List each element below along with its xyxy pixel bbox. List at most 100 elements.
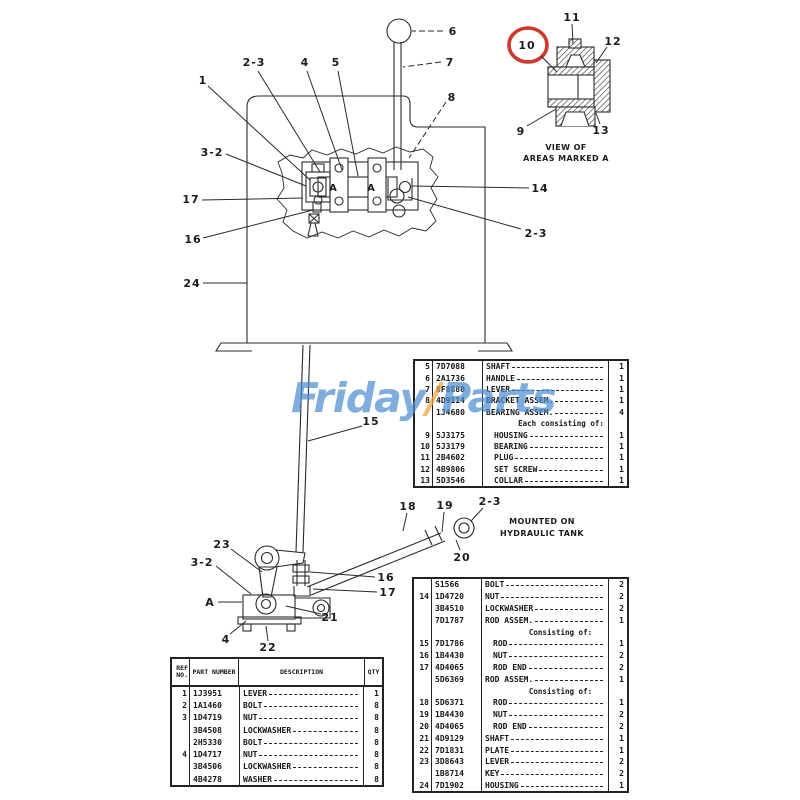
table-cell: 1 [619,373,624,383]
callout-12: 12 [604,35,621,48]
table-cell: BEARING ASSEM. [483,406,609,418]
table-cell: 1 [619,615,624,625]
part-description: WASHER [243,774,272,784]
callout-21: 21 [321,611,338,624]
leader-dots [524,481,603,483]
table-cell: 7 [415,383,433,396]
table-cell: 5J3175 [433,429,483,441]
table-cell: 5D6369 [432,673,482,686]
leader-dots [509,644,603,646]
leader-dots [535,608,603,610]
part-description: LOCKWASHER [485,603,534,613]
red-highlight-circle [507,26,549,64]
table-cell: 1 [619,430,624,440]
table-cell: 12 [415,463,433,475]
table-cell: 1 [619,441,624,451]
table-cell: 1B4430 [432,708,482,721]
part-description: ROD [493,639,508,649]
callout-23: 23 [213,538,230,551]
leader-dots [535,620,603,622]
table-cell [172,723,190,737]
table-cell [415,406,433,418]
part-description: ROD ASSEM. [485,674,534,684]
part-description: ROD [493,698,508,708]
leader-dots [528,667,603,669]
table-cell [414,614,432,627]
callout-17-upper: 17 [182,193,199,206]
table-cell: 1D4719 [190,711,240,724]
callout-14: 14 [531,182,548,195]
leader-dots [273,779,358,781]
table-cell: HANDLE [483,372,609,384]
table-cell: ROD [482,637,609,650]
part-description: HANDLE [486,373,515,383]
table-cell: 4D9114 [433,395,483,407]
table-cell: 13 [415,474,433,487]
table-cell: LEVER [240,687,364,700]
mounted-note-line2: HYDRAULIC TANK [500,529,584,538]
table-cell: 1 [619,745,624,755]
table-cell: 1D4720 [432,590,482,603]
callout-16-lower: 16 [377,571,394,584]
leader-dots [511,762,603,764]
table-cell: NUT [482,708,609,721]
part-description: BEARING [494,441,528,451]
table-cell: 7D1787 [432,614,482,627]
callout-5: 5 [332,56,341,69]
table-cell: 1J4680 [433,406,483,418]
table-cell: PART NUMBER [190,659,239,685]
table-cell: 2 [619,651,624,661]
table-cell: 11 [415,452,433,464]
callout-16-upper: 16 [184,233,201,246]
table-cell: LOCKWASHER [482,602,609,615]
leader-dots [512,367,603,369]
callout-17-lower: 17 [379,586,396,599]
leader-dots [264,742,358,744]
table-row: Each consisting of: [415,417,627,430]
table-cell: 1B4430 [432,649,482,662]
table-cell: LOCKWASHER [240,723,364,737]
table-cell: 10 [415,440,433,453]
table-cell: 1 [619,476,624,486]
table-cell: 4 [619,407,624,417]
part-description: BOLT [243,700,263,710]
table-cell: 1 [619,464,624,474]
table-cell: 6 [415,372,433,384]
table-cell: ROD END [482,720,609,733]
table-cell: 7D7088 [433,361,483,373]
table-cell [414,685,432,697]
table-cell: 2A1736 [433,372,483,384]
table-cell: 1 [619,639,624,649]
table-cell: 2 [619,721,624,731]
table-cell: BEARING [483,440,609,453]
table-cell: ROD [482,696,609,709]
leader-dots [501,774,603,776]
table-cell: WASHER [240,773,364,786]
table-cell: DESCRIPTION [239,659,365,685]
part-description: LEVER [485,757,510,767]
table-cell: 3 [172,711,190,724]
part-description: PLATE [485,745,510,755]
table-cell: BOLT [482,579,609,591]
table-cell: HOUSING [483,429,609,441]
leader-dots [539,469,603,471]
part-description: HOUSING [485,780,519,790]
table-cell: 5D6371 [432,696,482,709]
leader-dots [529,446,603,448]
part-description: NUT [243,750,258,760]
table-cell: BOLT [240,736,364,749]
part-description: BEARING ASSEM. [486,407,554,417]
table-cell: PLATE [482,744,609,756]
